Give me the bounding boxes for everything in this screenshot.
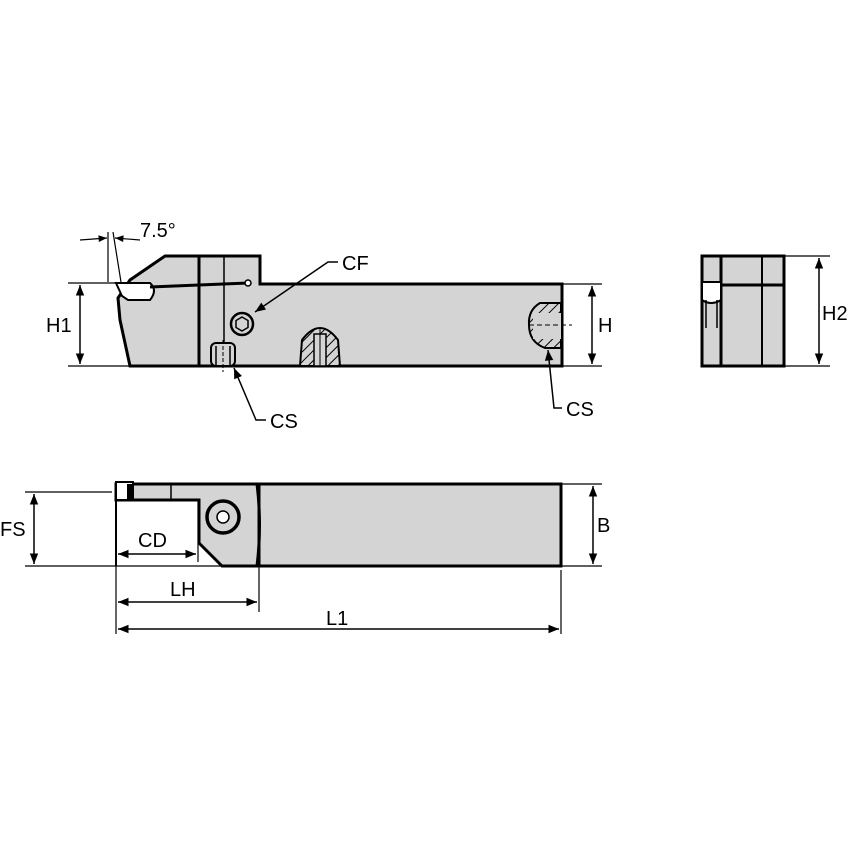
lh-label: LH: [170, 579, 196, 601]
coolant-screw-bottom-icon: [210, 340, 236, 372]
side-view: 7.5° H1 H CF CS CS: [46, 220, 612, 433]
l1-label: L1: [326, 608, 348, 630]
coolant-port-rear-icon: [527, 302, 572, 349]
h1-label: H1: [46, 315, 72, 337]
insert-pocket: [114, 282, 155, 301]
cs-left-label: CS: [270, 411, 298, 433]
angle-label: 7.5°: [140, 220, 176, 242]
side-view-body: [116, 254, 564, 368]
clamp-screw-icon: [229, 311, 255, 337]
top-view: FS CD B LH L1: [0, 481, 610, 634]
end-view: H2: [700, 254, 848, 368]
cd-label: CD: [138, 530, 167, 552]
torx-screw-icon: [205, 499, 241, 535]
h-label: H: [598, 315, 612, 337]
fs-label: FS: [0, 519, 26, 541]
cs-right-label: CS: [566, 399, 594, 421]
cf-label: CF: [342, 253, 369, 275]
h2-label: H2: [822, 303, 848, 325]
b-label: B: [597, 515, 610, 537]
plug-middle-icon: [298, 327, 342, 367]
